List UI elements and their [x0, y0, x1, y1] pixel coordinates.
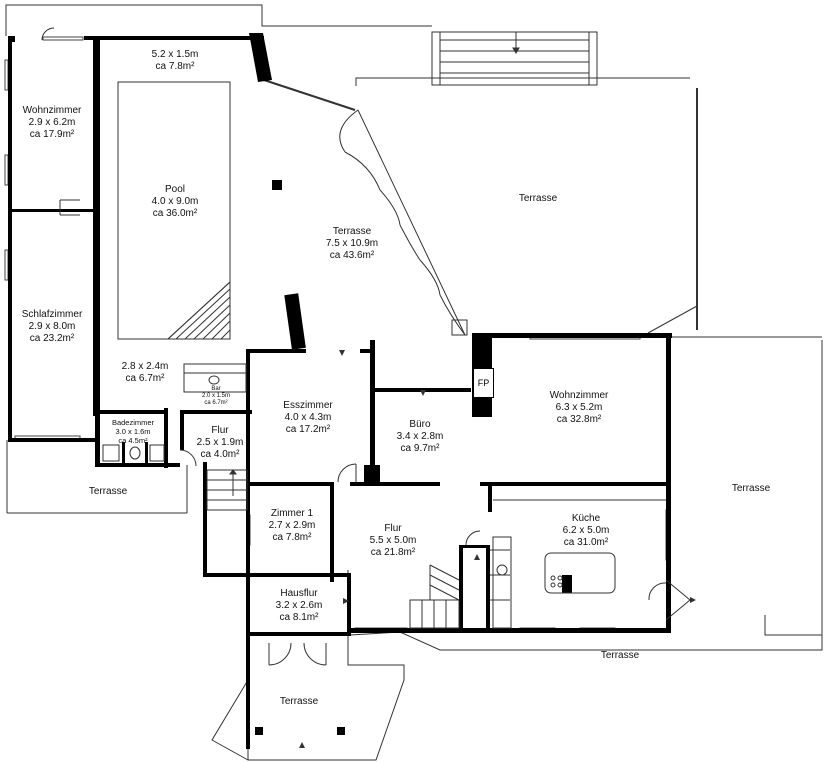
room-dims: 2.9 x 8.0m — [28, 321, 76, 332]
room-label-pool: Pool 4.0 x 9.0m ca 36.0m² — [152, 184, 199, 220]
kitchen-fittings — [492, 499, 666, 629]
room-name: Flur — [211, 425, 229, 436]
room-name: Hausflur — [280, 588, 318, 599]
room-dims: 3.0 x 1.6m — [115, 427, 151, 436]
terrace-railing — [263, 79, 698, 330]
entry-arrows — [299, 350, 696, 748]
room-name: Esszimmer — [283, 400, 333, 411]
room-label-wohnzimmer-east: Wohnzimmer 6.3 x 5.2m ca 32.8m² — [550, 390, 609, 426]
room-label-flur-small: Flur 2.5 x 1.9m ca 4.0m² — [197, 425, 244, 461]
room-label-wohnzimmer-west: Wohnzimmer 2.9 x 6.2m ca 17.9m² — [23, 105, 82, 141]
room-dims: 3.4 x 2.8m — [396, 431, 444, 442]
room-label-zimmer-1: Zimmer 1 2.7 x 2.9m ca 7.8m² — [269, 508, 316, 544]
bath-fixtures — [102, 444, 165, 462]
room-area: ca 4.5m² — [118, 436, 148, 445]
room-dims: 6.3 x 5.2m — [555, 402, 603, 413]
room-dims: 7.5 x 10.9m — [325, 238, 379, 249]
room-dims: 2.7 x 2.9m — [268, 520, 316, 531]
room-area: ca 31.0m² — [563, 537, 609, 548]
room-area: ca 8.1m² — [279, 612, 319, 623]
room-area: ca 4.0m² — [200, 449, 240, 460]
room-dims: 4.0 x 9.0m — [151, 196, 199, 207]
room-area: ca 9.7m² — [400, 443, 440, 454]
terrace-name: Terrasse — [518, 193, 558, 204]
room-label-badezimmer: Badezimmer 3.0 x 1.6m ca 4.5m² — [112, 418, 154, 445]
room-label-esszimmer: Esszimmer 4.0 x 4.3m ca 17.2m² — [283, 400, 332, 436]
room-dims: 2.0 x 1.5m — [201, 393, 231, 400]
terrace-name: Terrasse — [88, 486, 128, 497]
terrace-label-sw: Terrasse — [89, 486, 127, 498]
room-area: ca 43.6m² — [329, 250, 375, 261]
room-name: Schlafzimmer — [21, 309, 83, 320]
room-name: Büro — [409, 419, 431, 430]
stairs-interior — [206, 469, 510, 629]
room-dims: 2.5 x 1.9m — [196, 437, 244, 448]
room-dims: 3.2 x 2.6m — [275, 600, 323, 611]
room-label-kueche: Küche 6.2 x 5.0m ca 31.0m² — [563, 513, 610, 549]
room-dims: 5.5 x 5.0m — [369, 535, 417, 546]
room-name: Küche — [571, 513, 601, 524]
room-area: ca 32.8m² — [556, 414, 602, 425]
room-label-flur-main: Flur 5.5 x 5.0m ca 21.8m² — [370, 523, 417, 559]
terrace-label-entry: Terrasse — [280, 696, 318, 708]
room-dims: 2.9 x 6.2m — [28, 117, 76, 128]
pool-basin — [117, 81, 231, 340]
bar-counter — [183, 363, 247, 393]
folding-doors — [339, 109, 468, 336]
room-area: ca 17.9m² — [29, 129, 75, 140]
room-area: ca 7.8m² — [272, 532, 312, 543]
room-label-hausflur: Hausflur 3.2 x 2.6m ca 8.1m² — [276, 588, 323, 624]
room-dims: 6.2 x 5.0m — [562, 525, 610, 536]
room-name: Pool — [164, 184, 186, 195]
doors — [41, 27, 691, 666]
room-area: ca 7.8m² — [155, 61, 195, 72]
room-name: Badezimmer — [111, 418, 155, 427]
room-area: ca 17.2m² — [285, 424, 331, 435]
room-name: Zimmer 1 — [270, 508, 314, 519]
room-label-bar: Bar 2.0 x 1.5m ca 6.7m² — [202, 386, 230, 408]
room-dims: 4.0 x 4.3m — [284, 412, 332, 423]
terrace-name: Terrasse — [600, 650, 640, 661]
terrace-name: Terrasse — [731, 483, 771, 494]
room-name: Terrasse — [332, 226, 372, 237]
fireplace-label: FP — [473, 368, 494, 398]
terrace-label-e: Terrasse — [732, 483, 770, 495]
terrace-label-s: Terrasse — [601, 650, 639, 662]
room-area: ca 21.8m² — [370, 547, 416, 558]
room-label-buero: Büro 3.4 x 2.8m ca 9.7m² — [397, 419, 444, 455]
room-dims: 2.8 x 2.4m — [121, 361, 169, 372]
room-area: ca 36.0m² — [152, 208, 198, 219]
site-outline — [5, 4, 823, 761]
room-name: Wohnzimmer — [22, 105, 82, 116]
terrace-label-ne: Terrasse — [519, 193, 557, 205]
stairs-north — [431, 31, 598, 86]
room-label-schlafzimmer: Schlafzimmer 2.9 x 8.0m ca 23.2m² — [22, 309, 83, 345]
room-area: ca 6.7m² — [204, 400, 228, 407]
room-name: Flur — [384, 523, 402, 534]
room-label-pool-bottom: 2.8 x 2.4m ca 6.7m² — [122, 361, 169, 385]
room-area: ca 6.7m² — [125, 373, 165, 384]
terrace-name: Terrasse — [279, 696, 319, 707]
room-name: Bar — [211, 386, 221, 392]
room-label-pool-top: 5.2 x 1.5m ca 7.8m² — [152, 49, 199, 73]
room-dims: 5.2 x 1.5m — [151, 49, 199, 60]
room-label-terrasse-center: Terrasse 7.5 x 10.9m ca 43.6m² — [326, 226, 378, 262]
room-name: Wohnzimmer — [549, 390, 609, 401]
room-area: ca 23.2m² — [29, 333, 75, 344]
